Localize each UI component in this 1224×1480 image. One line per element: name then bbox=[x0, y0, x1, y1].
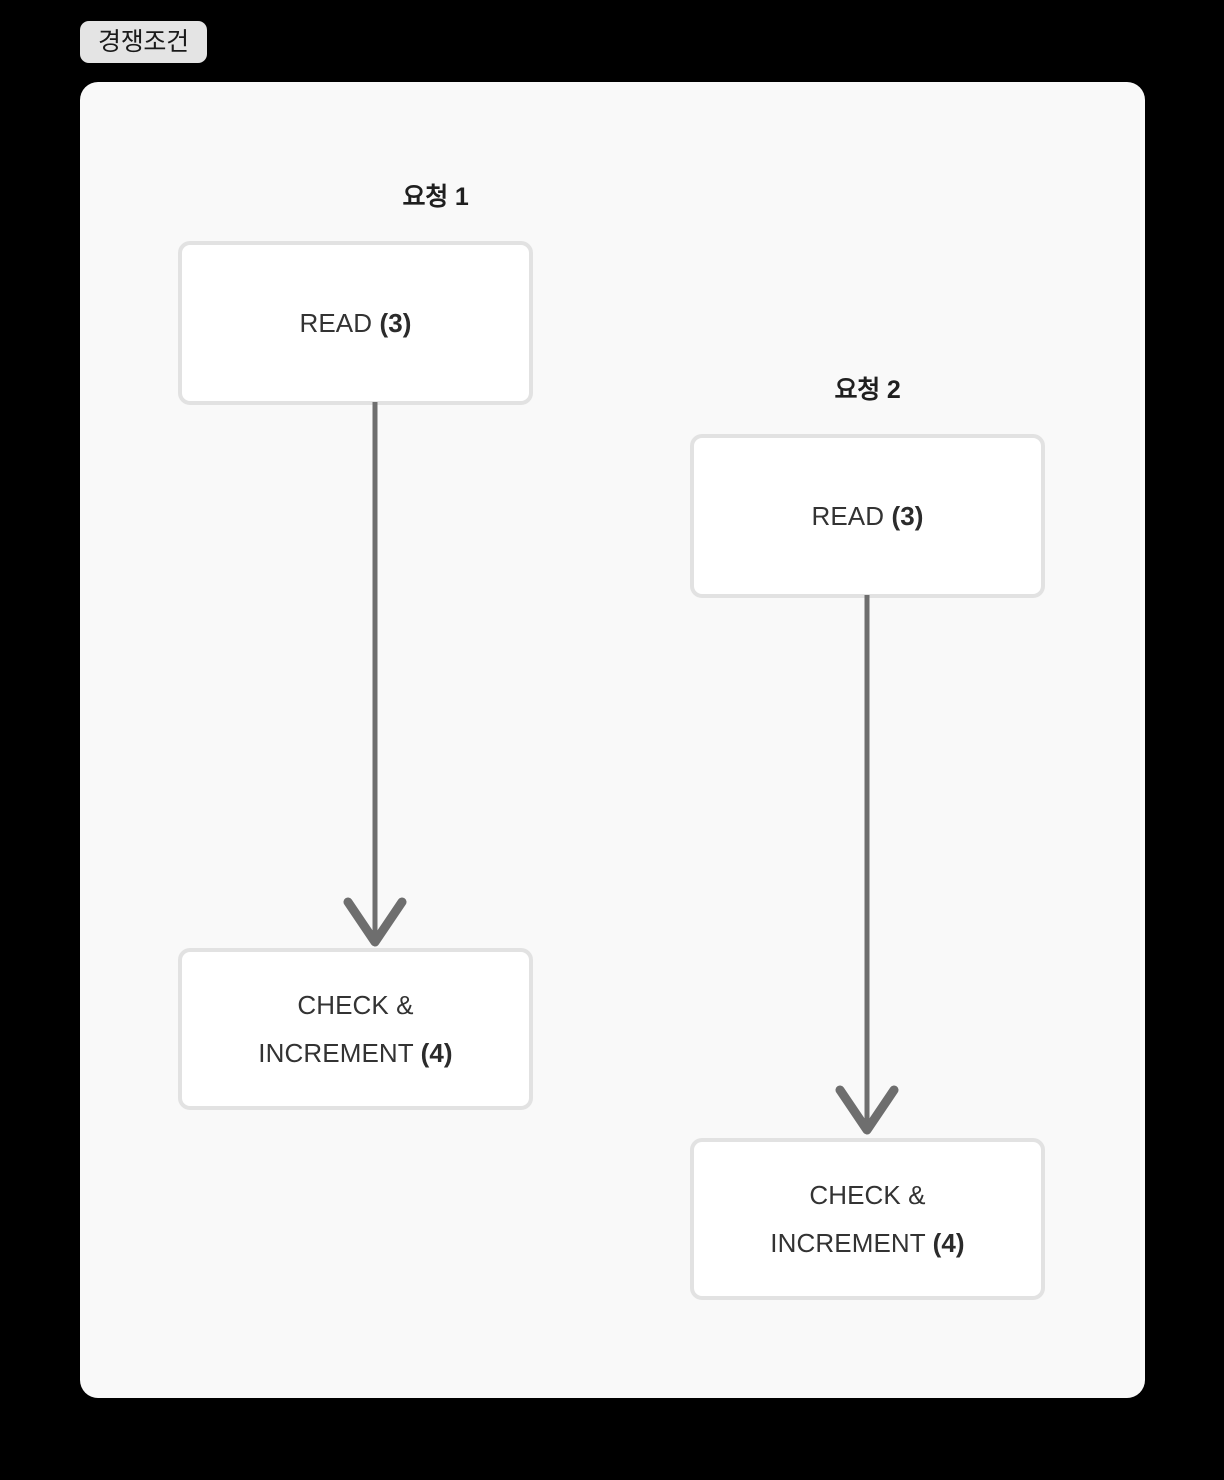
node-read-1[interactable]: READ (3) bbox=[178, 241, 533, 405]
column-header-request-2: 요청 2 bbox=[834, 376, 901, 404]
diagram-panel: 요청 1 READ (3) CHECK & INCREMENT (4) 요청 2… bbox=[80, 82, 1145, 1398]
node-read-2-value: (3) bbox=[891, 501, 924, 531]
node-read-2-label: READ (3) bbox=[799, 492, 935, 540]
arrow-read-1-to-check-increment-1 bbox=[343, 402, 407, 947]
node-check-increment-1-line2: INCREMENT bbox=[258, 1038, 414, 1068]
node-read-2-text: READ bbox=[811, 501, 885, 531]
node-check-increment-2-line1: CHECK & bbox=[809, 1180, 926, 1210]
node-read-1-value: (3) bbox=[379, 308, 412, 338]
node-check-increment-2-value: (4) bbox=[932, 1228, 965, 1258]
node-check-increment-1-line1: CHECK & bbox=[297, 990, 414, 1020]
arrow-read-2-to-check-increment-2 bbox=[835, 595, 899, 1135]
node-check-increment-2-label: CHECK & INCREMENT (4) bbox=[758, 1171, 976, 1267]
diagram-title-label: 경쟁조건 bbox=[98, 27, 189, 56]
node-read-1-label: READ (3) bbox=[287, 299, 423, 347]
diagram-title-badge: 경쟁조건 bbox=[80, 21, 207, 63]
node-check-increment-1-label: CHECK & INCREMENT (4) bbox=[246, 981, 464, 1077]
node-check-increment-1[interactable]: CHECK & INCREMENT (4) bbox=[178, 948, 533, 1110]
node-read-2[interactable]: READ (3) bbox=[690, 434, 1045, 598]
node-check-increment-2[interactable]: CHECK & INCREMENT (4) bbox=[690, 1138, 1045, 1300]
node-read-1-text: READ bbox=[299, 308, 373, 338]
node-check-increment-2-line2: INCREMENT bbox=[770, 1228, 926, 1258]
node-check-increment-1-value: (4) bbox=[420, 1038, 453, 1068]
column-header-request-1: 요청 1 bbox=[402, 183, 469, 211]
